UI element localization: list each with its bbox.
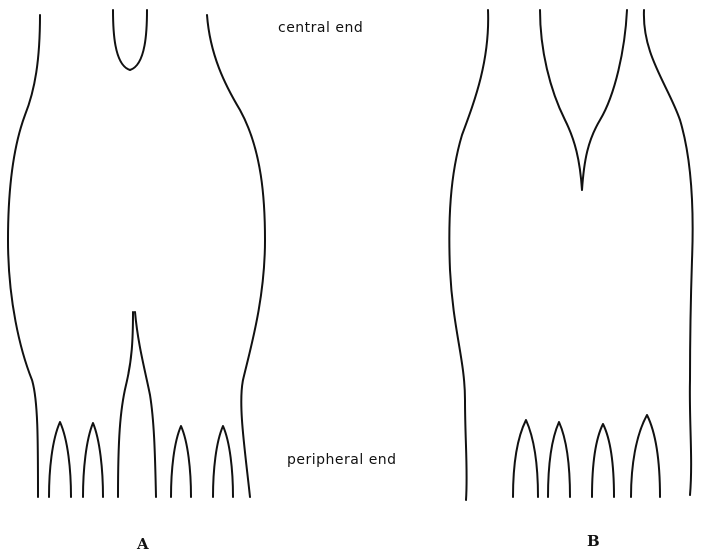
figure-b-left-outline [449,10,488,500]
figure-a-right-outline [207,15,265,497]
figure-a-left-outline [8,15,40,497]
figure-b-fascicle-3 [592,424,614,497]
figure-a-central-cleft [118,312,156,497]
figure-a-fascicle-3 [171,426,191,497]
figure-b-fascicle-4 [631,415,660,497]
figure-a-fascicle-1 [49,422,71,497]
figure-b-drawing [449,10,692,500]
figure-a-central-loop [113,10,147,70]
figure-b-fascicle-1 [513,420,538,497]
figure-a-fascicle-2 [83,423,103,497]
figure-a-drawing [8,10,265,497]
peripheral-end-label: peripheral end [287,452,397,468]
figure-b-fascicle-2 [548,422,570,497]
figure-b-caption: B [587,532,600,550]
figure-b-central-cleft [540,10,627,190]
figure-a-caption: A [137,535,149,553]
figure-a-fascicle-4 [213,426,233,497]
central-end-label: central end [278,20,363,36]
